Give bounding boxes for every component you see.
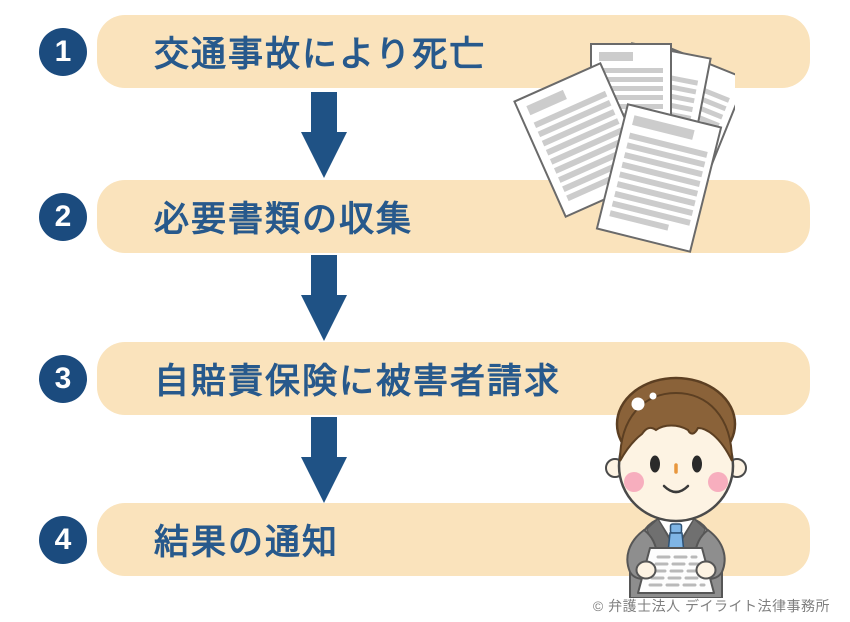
step-1-label: 交通事故により死亡 [154,35,487,74]
step-number: 2 [54,200,72,233]
step-number: 1 [54,35,72,68]
step-3-label: 自賠責保険に被害者請求 [154,362,562,401]
step-4-label: 結果の通知 [154,523,340,562]
hair-highlight [631,397,645,411]
mouth [662,484,690,494]
copyright-text: © 弁護士法人 デイライト法律事務所 [592,598,830,614]
step-1-band: 交通事故により死亡 [97,15,810,88]
held-document-lines [648,555,706,587]
tie-knot [669,523,683,534]
hand-right [695,560,717,580]
down-arrow-icon [301,255,347,341]
document-sheet [595,103,723,253]
step-3-number-badge: 3 [39,355,87,403]
step-2-label: 必要書類の収集 [154,200,414,239]
hand-left [635,560,657,580]
step-4-number-badge: 4 [39,516,87,564]
step-2-number-badge: 2 [39,193,87,241]
eye-right [692,455,702,473]
cheek-left [624,472,644,492]
step-1-number-badge: 1 [39,28,87,76]
hair-highlight [649,392,657,400]
step-number: 3 [54,362,72,395]
eye-left [650,455,660,473]
down-arrow-icon [301,92,347,178]
hair-fringe [619,391,733,462]
document-stack-illustration [513,42,735,253]
down-arrow-icon [301,417,347,503]
businessman-holding-document-illustration [605,376,747,598]
cheek-right [708,472,728,492]
step-number: 4 [54,523,72,556]
